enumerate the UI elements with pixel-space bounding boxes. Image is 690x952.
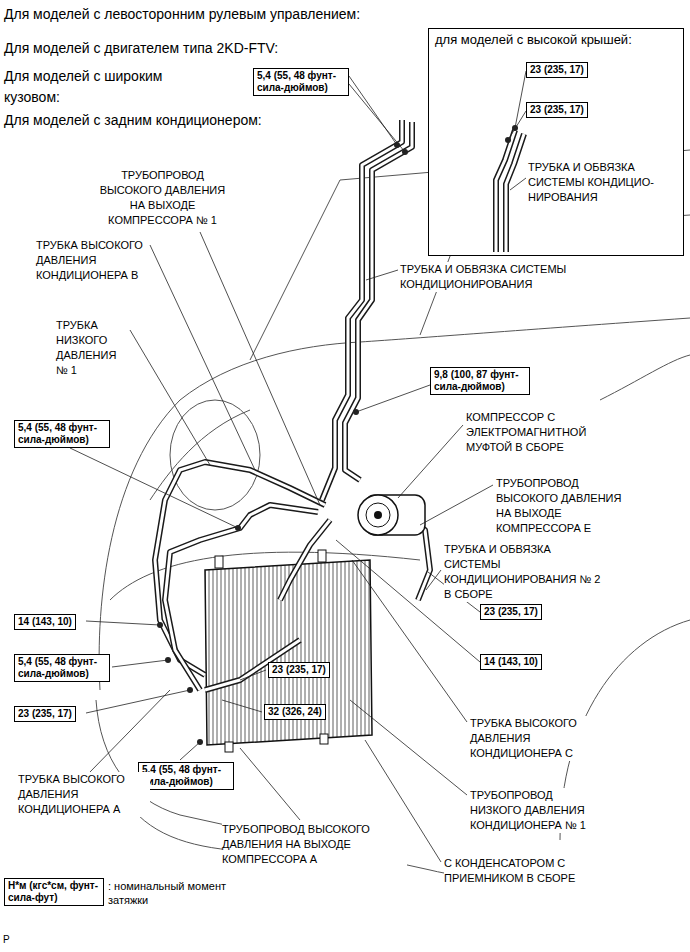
inset-box: для моделей с высокой крышей: 23 (235, 17… bbox=[428, 28, 684, 256]
torque-value: 32 (326, 24) bbox=[268, 706, 322, 718]
leader-lines bbox=[70, 71, 526, 862]
torque-value: 23 (235, 17) bbox=[18, 708, 72, 720]
torque-box: 5,4 (55, 48 фунт-сила-дюймов) bbox=[138, 762, 234, 790]
torque-value: 5,4 (55, 48 фунт-сила-дюймов) bbox=[142, 764, 230, 788]
torque-box: 23 (235, 17) bbox=[14, 706, 76, 722]
part-name: ТРУБОПРОВОД ВЫСОКОГО ДАВЛЕНИЯ НА ВЫХОДЕ … bbox=[222, 822, 407, 867]
inset-heading: для моделей с высокой крышей: bbox=[429, 29, 683, 51]
torque-value: 23 (235, 17) bbox=[530, 64, 584, 76]
part-name: ТРУБКА ВЫСОКОГО ДАВЛЕНИЯ КОНДИЦИОНЕРА С bbox=[470, 716, 592, 761]
part-name: ТРУБКА И ОБВЯЗКА СИСТЕМЫ КОНДИЦИОНИРОВАН… bbox=[444, 542, 606, 602]
torque-value: 23 (235, 17) bbox=[272, 664, 326, 676]
vehicle-outline bbox=[96, 150, 690, 878]
figure-mark: P bbox=[3, 934, 10, 946]
torque-box: 23 (235, 17) bbox=[526, 62, 588, 78]
torque-value: 23 (235, 17) bbox=[530, 104, 584, 116]
compressor bbox=[358, 495, 425, 535]
torque-value: 5,4 (55, 48 фунт-сила-дюймов) bbox=[18, 422, 106, 446]
part-name: ТРУБКА И ОБВЯЗКА СИСТЕМЫ КОНДИЦИО- НИРОВ… bbox=[528, 160, 668, 205]
torque-value: 9,8 (100, 87 фунт-сила-дюймов) bbox=[434, 369, 526, 393]
torque-box: 5,4 (55, 48 фунт-сила-дюймов) bbox=[14, 654, 110, 682]
part-name: ТРУБКА ВЫСОКОГО ДАВЛЕНИЯ КОНДИЦИОНЕРА А bbox=[18, 772, 150, 817]
torque-box: 5,4 (55, 48 фунт-сила-дюймов) bbox=[253, 68, 349, 96]
torque-value: 14 (143, 10) bbox=[484, 656, 538, 668]
applicability-note: Для моделей с задним кондиционером: bbox=[4, 110, 262, 130]
applicability-note: Для моделей с широким кузовом: bbox=[4, 66, 194, 108]
torque-box: 23 (235, 17) bbox=[526, 102, 588, 118]
torque-box: 23 (235, 17) bbox=[268, 662, 330, 678]
torque-value: 23 (235, 17) bbox=[484, 606, 538, 618]
torque-box: 9,8 (100, 87 фунт-сила-дюймов) bbox=[430, 367, 530, 395]
part-name: КОМПРЕССОР С ЭЛЕКТРОМАГНИТНОЙ МУФТОЙ В С… bbox=[466, 410, 601, 455]
inset-ground bbox=[428, 28, 684, 256]
legend-box: Н*м (кгс*см, фунт-сила-фут) bbox=[4, 878, 104, 906]
part-name: ТРУБОПРОВОД НИЗКОГО ДАВЛЕНИЯ КОНДИЦИОНЕР… bbox=[470, 788, 602, 833]
legend-text: : номинальный момент затяжки bbox=[108, 879, 258, 907]
torque-value: 5,4 (55, 48 фунт-сила-дюймов) bbox=[257, 70, 345, 94]
torque-value: Н*м (кгс*см, фунт-сила-фут) bbox=[8, 880, 100, 904]
part-name: ТРУБКА ВЫСОКОГО ДАВЛЕНИЯ КОНДИЦИОНЕРА В bbox=[36, 238, 148, 283]
torque-box: 14 (143, 10) bbox=[14, 614, 76, 630]
part-name: ТРУБКА НИЗКОГО ДАВЛЕНИЯ № 1 bbox=[56, 318, 128, 378]
applicability-note: Для моделей с двигателем типа 2KD-FTV: bbox=[4, 38, 278, 58]
part-name: С КОНДЕНСАТОРОМ С ПРИЕМНИКОМ В СБОРЕ bbox=[444, 856, 622, 886]
part-name: ТРУБКА И ОБВЯЗКА СИСТЕМЫ КОНДИЦИОНИРОВАН… bbox=[400, 262, 585, 292]
torque-box: 14 (143, 10) bbox=[480, 654, 542, 670]
applicability-note: Для моделей с левосторонним рулевым упра… bbox=[4, 4, 360, 24]
torque-box: 5,4 (55, 48 фунт-сила-дюймов) bbox=[14, 420, 110, 448]
torque-value: 14 (143, 10) bbox=[18, 616, 72, 628]
torque-value: 5,4 (55, 48 фунт-сила-дюймов) bbox=[18, 656, 106, 680]
torque-box: 32 (326, 24) bbox=[264, 704, 326, 720]
torque-box: 23 (235, 17) bbox=[480, 604, 542, 620]
part-name: ТРУБОПРОВОД ВЫСОКОГО ДАВЛЕНИЯ НА ВЫХОДЕ … bbox=[496, 476, 631, 536]
part-name: ТРУБОПРОВОД ВЫСОКОГО ДАВЛЕНИЯ НА ВЫХОДЕ … bbox=[95, 168, 230, 228]
